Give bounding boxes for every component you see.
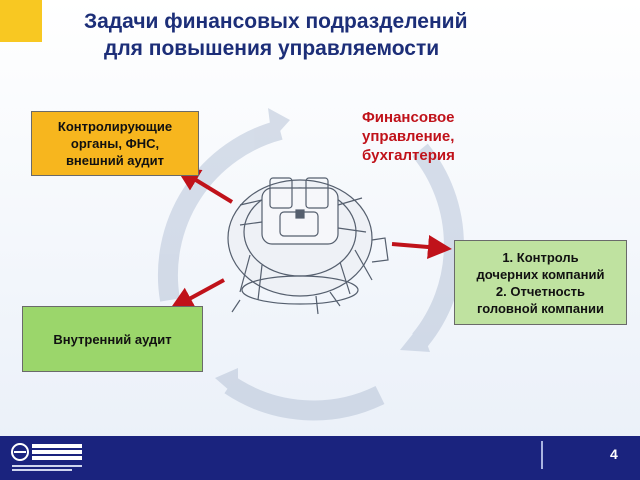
box-subs-line-2: дочерних компаний	[476, 266, 605, 282]
diagram-graphic	[157, 108, 464, 421]
box-control-line-2: органы, ФНС,	[70, 136, 160, 151]
center-label-line-1: Финансовое	[362, 109, 455, 126]
title-line-2: для повышения управляемости	[104, 37, 440, 60]
title-line-1: Задачи финансовых подразделений	[84, 10, 468, 33]
box-control-bodies: Контролирующие органы, ФНС, внешний ауди…	[31, 111, 199, 176]
center-label-finance: Финансовое управление, бухгалтерия	[362, 108, 492, 165]
page-number: 4	[610, 446, 618, 462]
accent-square	[0, 0, 42, 42]
cycle-arrows-icon	[157, 108, 464, 421]
footer-divider	[541, 441, 543, 469]
center-label-line-3: бухгалтерия	[362, 147, 455, 164]
arrow-to-internal-audit	[169, 278, 225, 310]
company-logo	[11, 443, 82, 471]
arrow-to-subsidiaries	[391, 235, 452, 259]
machine-part-icon	[227, 177, 389, 315]
slide-title: Задачи финансовых подразделений для повы…	[60, 8, 620, 62]
box-control-line-1: Контролирующие	[57, 119, 173, 134]
arrow-to-control-bodies	[175, 167, 234, 204]
box-subs-line-3: 2. Отчетность	[495, 283, 586, 299]
box-internal-audit: Внутренний аудит	[22, 306, 203, 372]
footer-bar	[0, 436, 640, 480]
box-subs-line-4: головной компании	[477, 300, 604, 316]
box-subsidiaries: 1. Контроль дочерних компаний 2. Отчетно…	[454, 240, 627, 325]
center-label-line-2: управление,	[362, 128, 455, 145]
box-subs-line-1: 1. Контроль	[502, 249, 579, 265]
arrows	[169, 167, 452, 310]
box-internal-audit-label: Внутренний аудит	[53, 331, 172, 347]
box-control-line-3: внешний аудит	[65, 153, 165, 168]
